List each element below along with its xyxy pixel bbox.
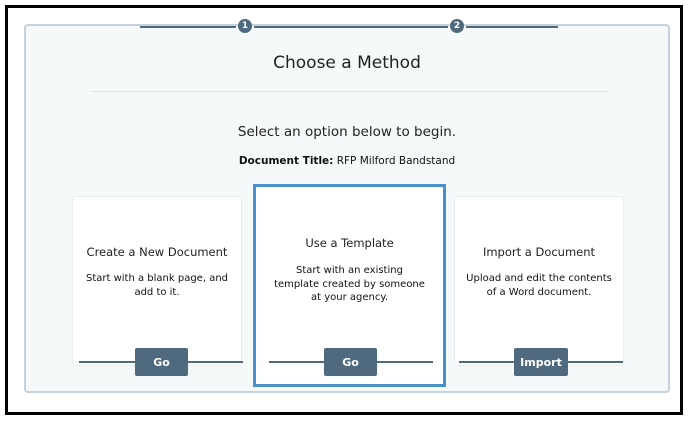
import-action-row: Import bbox=[459, 348, 623, 376]
stepper-line-right bbox=[466, 26, 558, 28]
option-description: Start with an existing template created … bbox=[274, 265, 425, 303]
screenshot-frame: 1 2 Choose a Method Select an option bel… bbox=[5, 5, 683, 415]
new-document-go-button[interactable]: Go bbox=[135, 348, 188, 376]
option-description: Upload and edit the contents of a Word d… bbox=[466, 273, 612, 298]
step-1-indicator: 1 bbox=[238, 19, 252, 33]
template-action-row: Go bbox=[269, 348, 433, 376]
document-title-value: RFP Milford Bandstand bbox=[333, 155, 456, 167]
option-heading: Use a Template bbox=[305, 236, 394, 250]
option-heading: Import a Document bbox=[482, 245, 596, 259]
page-title: Choose a Method bbox=[273, 53, 421, 73]
new-document-action-row: Go bbox=[79, 348, 243, 376]
page-subtitle: Select an option below to begin. bbox=[237, 124, 457, 140]
step-2-indicator: 2 bbox=[450, 19, 464, 33]
method-panel: 1 2 Choose a Method Select an option bel… bbox=[24, 19, 670, 393]
title-divider bbox=[90, 91, 608, 92]
stepper-line-left bbox=[140, 26, 236, 28]
step-1-number: 1 bbox=[241, 21, 249, 31]
option-heading: Create a New Document bbox=[86, 245, 228, 259]
stepper-line-middle bbox=[254, 26, 448, 28]
document-title-label: Document Title: bbox=[238, 155, 334, 167]
option-card-import: Import a Document Upload and edit the co… bbox=[454, 196, 624, 366]
option-description: Start with a blank page, and add to it. bbox=[85, 273, 229, 298]
option-card-new-document: Create a New Document Start with a blank… bbox=[72, 196, 242, 366]
document-title: Document Title: RFP Milford Bandstand bbox=[26, 155, 668, 167]
import-button[interactable]: Import bbox=[514, 348, 568, 376]
step-2-number: 2 bbox=[453, 21, 461, 31]
template-go-button[interactable]: Go bbox=[324, 348, 377, 376]
